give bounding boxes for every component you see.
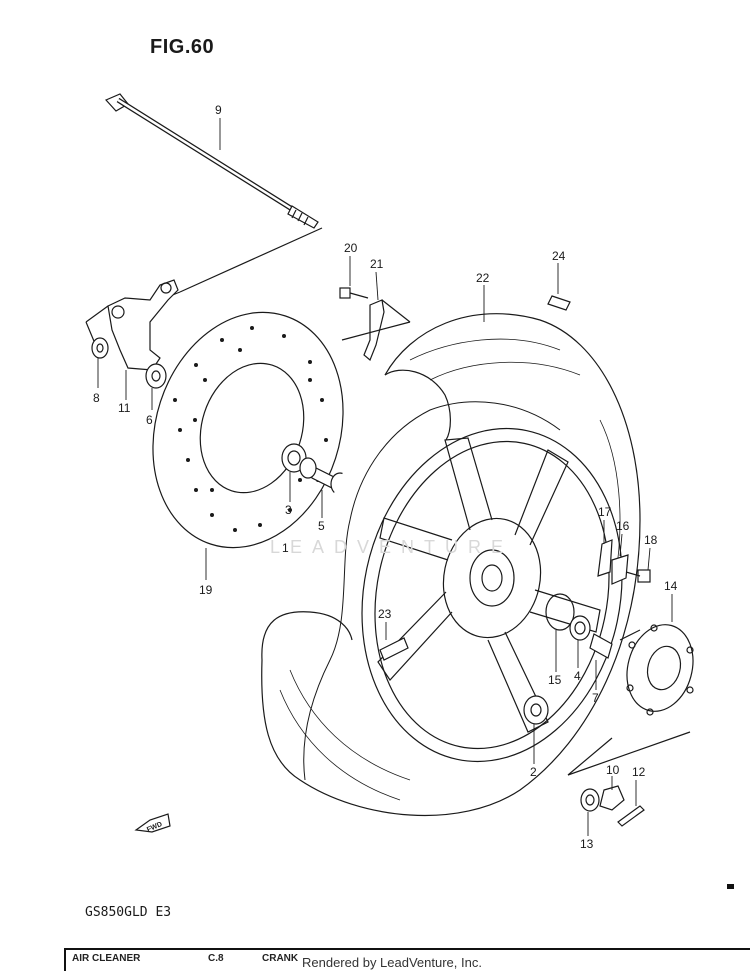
callout-label: 9 <box>215 103 222 117</box>
valve-part-24 <box>547 295 571 311</box>
brake-disc-part <box>152 311 344 549</box>
washer-part-16 <box>611 554 629 585</box>
fwd-arrow-icon <box>134 813 171 833</box>
footer-link-crank[interactable]: CRANK <box>262 953 299 964</box>
callout-label: 24 <box>552 249 566 263</box>
callout-label: 21 <box>370 257 384 271</box>
wheel-part <box>361 427 623 763</box>
callout-label: 11 <box>118 401 131 415</box>
nut-part-10 <box>599 785 625 811</box>
callout-label: 10 <box>606 763 620 777</box>
footer-bar <box>64 948 750 971</box>
washer-part-13 <box>580 788 600 812</box>
callout-label: 18 <box>644 533 658 547</box>
bolt-part-23 <box>379 637 409 661</box>
bearing-part-4 <box>569 615 591 641</box>
callout-label: 22 <box>476 271 490 285</box>
callout-label: 19 <box>199 583 213 597</box>
callout-label: 5 <box>318 519 325 533</box>
sprocket-hub-part <box>619 624 694 716</box>
registration-mark <box>727 884 734 889</box>
spacer-part-2 <box>523 695 549 725</box>
nut-leader <box>567 731 691 776</box>
figure-title: FIG.60 <box>150 36 215 58</box>
watermark: LEADVENTURE <box>270 537 514 557</box>
clip-part-21 <box>341 299 411 361</box>
bolt-part-20 <box>339 287 369 299</box>
callout-label: 6 <box>146 413 153 427</box>
callout-label: 15 <box>548 673 562 687</box>
callout-leaders <box>97 118 673 836</box>
callout-label: 14 <box>664 579 678 593</box>
callout-label: 20 <box>344 241 358 255</box>
o-ring-part-15 <box>545 593 575 631</box>
spacer-part-7 <box>589 633 613 659</box>
callout-label: 17 <box>598 505 612 519</box>
callout-label: 3 <box>285 503 292 517</box>
callout-label: 13 <box>580 837 594 851</box>
model-code: GS850GLD E3 <box>85 905 172 920</box>
callout-label: 4 <box>574 669 581 683</box>
caliper-bracket-part <box>85 279 179 371</box>
axle-leader <box>179 227 323 293</box>
bolt-part-18 <box>625 569 651 583</box>
spacer-part-6 <box>145 363 167 389</box>
footer-link-c8[interactable]: C.8 <box>208 953 224 964</box>
axle-part <box>104 93 319 229</box>
callout-label: 1 <box>282 541 289 555</box>
bushing-part-8 <box>91 337 109 359</box>
callout-label: 16 <box>616 519 630 533</box>
callout-numbers: 9 20 21 24 22 8 11 6 3 5 1 19 17 16 18 1… <box>93 103 678 851</box>
callout-label: 2 <box>530 765 537 779</box>
render-credit: Rendered by LeadVenture, Inc. <box>300 955 484 970</box>
callout-label: 12 <box>632 765 646 779</box>
callout-label: 23 <box>378 607 392 621</box>
callout-label: 7 <box>592 691 599 705</box>
callout-label: 8 <box>93 391 100 405</box>
plate-part-17 <box>597 539 613 577</box>
cotter-pin-part-12 <box>617 805 645 827</box>
footer-link-air-cleaner[interactable]: AIR CLEANER <box>72 953 141 964</box>
